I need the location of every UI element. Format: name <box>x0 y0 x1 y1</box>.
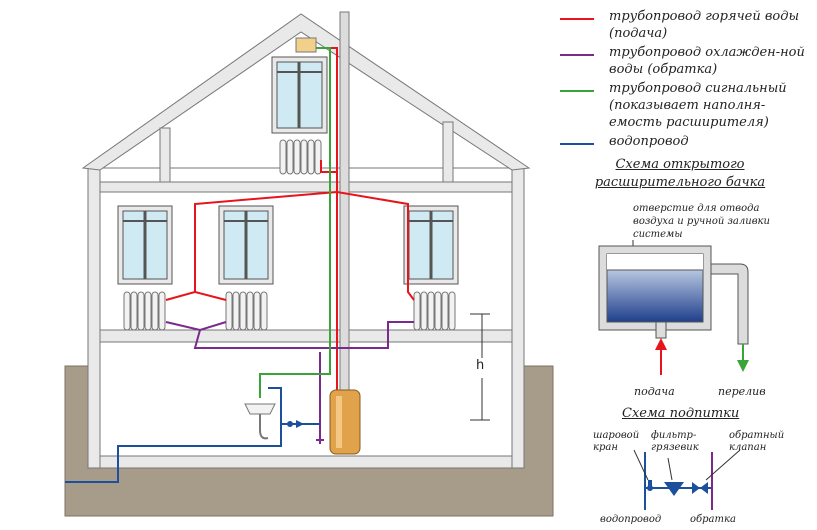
water-main-label: водопровод <box>600 514 662 525</box>
sink-icon <box>244 403 276 415</box>
attic-expansion-tank <box>295 37 317 53</box>
feed-scheme-title: Схема подпитки <box>622 406 740 421</box>
radiator-attic <box>279 139 322 175</box>
ball-valve-label: шаровой кран <box>593 430 640 453</box>
radiator-center <box>225 291 268 331</box>
tank-scheme-title: Схема открытого расширительного бачка <box>594 157 766 190</box>
supply-label: подача <box>634 385 675 398</box>
sink-drain <box>259 414 269 440</box>
boiler <box>329 389 361 455</box>
return-pipes <box>165 321 414 444</box>
tank-scheme-drawing <box>598 240 749 375</box>
window-left <box>117 205 173 285</box>
legend-signal-label: трубопровод сигнальный (показывает напол… <box>609 81 787 130</box>
overflow-label: перелив <box>718 385 766 398</box>
legend-hot-label: трубопровод горячей воды (подача) <box>609 9 800 41</box>
legend-water-label: водопровод <box>609 134 689 149</box>
check-valve-label: обратный клапан <box>729 430 785 453</box>
chimney-pipe <box>339 11 350 393</box>
radiator-left <box>123 291 166 331</box>
tank-opening-note: отверстие для отвода воздуха и ручной за… <box>633 203 770 240</box>
window-center <box>218 205 274 285</box>
height-label: h <box>476 358 485 373</box>
legend-return-label: трубопровод охлажден-ной воды (обратка) <box>609 45 805 77</box>
window-right <box>403 205 459 285</box>
filter-icon <box>296 420 304 428</box>
signal-pipe <box>259 47 331 398</box>
feed-scheme-drawing <box>633 449 741 510</box>
ball-valve-icon <box>287 421 293 427</box>
radiator-right <box>413 291 456 331</box>
window-attic <box>271 56 328 134</box>
height-dimension <box>470 313 490 421</box>
filter-label: фильтр-грязевик <box>651 430 699 453</box>
return-label: обратка <box>690 514 736 525</box>
